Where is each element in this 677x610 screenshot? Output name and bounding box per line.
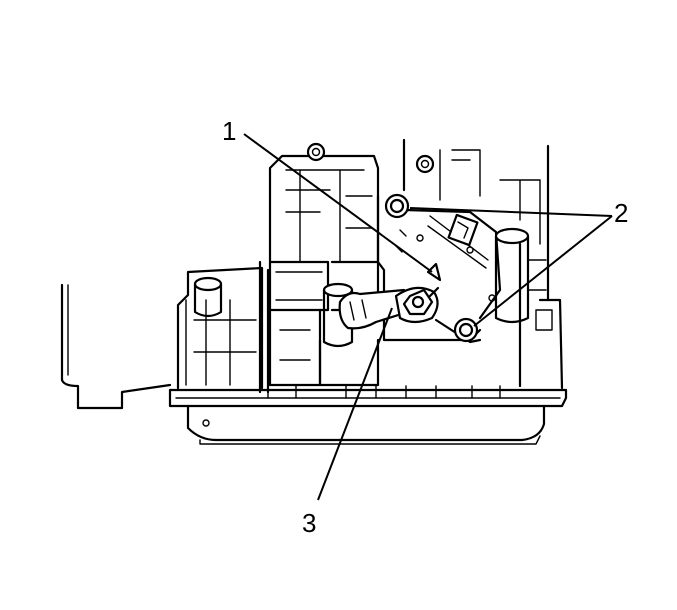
manual-detent-lever — [338, 286, 440, 330]
bolt-upper — [384, 193, 410, 219]
callout-2: 2 — [614, 198, 629, 228]
callout-3: 3 — [302, 508, 317, 538]
bolt-lower — [453, 317, 479, 343]
transmission-case-left — [60, 283, 172, 410]
callout-1: 1 — [222, 116, 237, 146]
leader-line-2a — [409, 207, 613, 217]
oil-pan — [168, 385, 568, 445]
leader-line-2b — [473, 215, 613, 327]
valve-body-right-side — [494, 227, 564, 390]
leader-line-1 — [243, 133, 433, 273]
leader-line-3 — [317, 307, 393, 501]
valve-body-upper-casting — [268, 138, 550, 302]
valve-body-center-modules — [268, 260, 380, 387]
valve-body-left-blocks — [176, 260, 270, 394]
